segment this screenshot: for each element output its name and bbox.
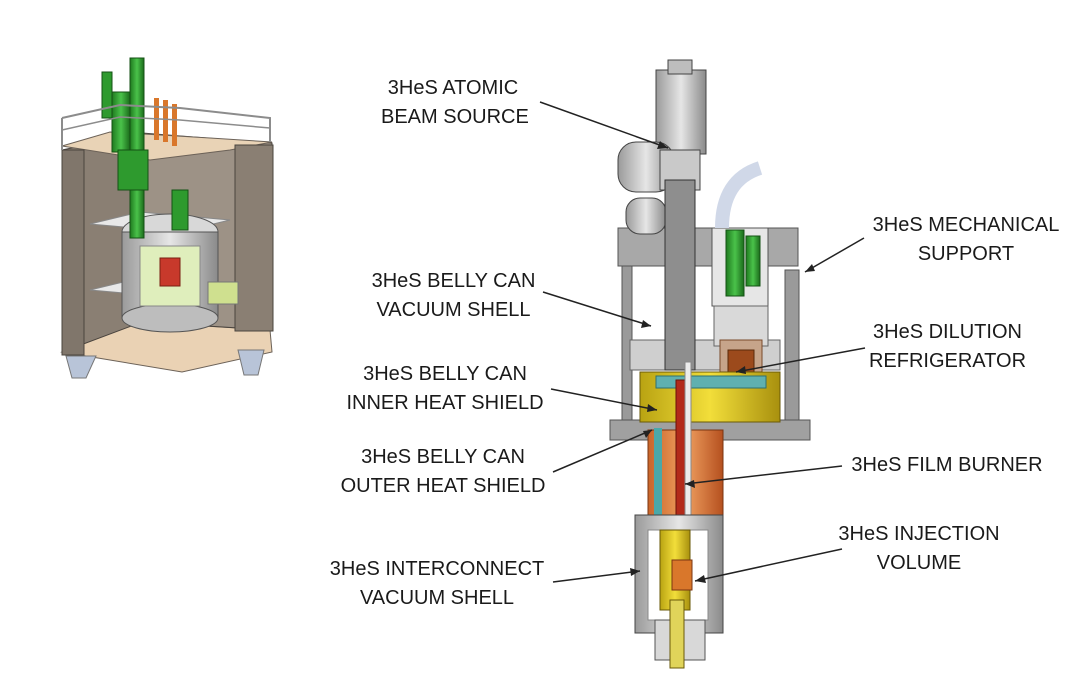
leader-interconnect-vacuum-shell — [552, 570, 641, 583]
label-line: VOLUME — [876, 552, 962, 574]
leader-atomic-beam-source — [539, 101, 669, 149]
label-belly-can-vacuum-shell: 3HeS BELLY CAN VACUUM SHELL — [366, 267, 541, 325]
label-interconnect-vacuum-shell: 3HeS INTERCONNECT VACUUM SHELL — [327, 555, 547, 613]
label-line: VACUUM SHELL — [376, 299, 531, 321]
leader-arrowheads — [630, 141, 815, 583]
leader-belly-can-vacuum-shell — [542, 291, 652, 327]
leader-outer-heat-shield — [552, 429, 653, 473]
label-line: SUPPORT — [917, 243, 1015, 265]
label-line: BEAM SOURCE — [381, 106, 529, 128]
label-mechanical-support: 3HeS MECHANICAL SUPPORT — [866, 211, 1066, 269]
leader-mechanical-support — [804, 237, 865, 273]
label-line: 3HeS FILM BURNER — [851, 454, 1043, 476]
label-line: INNER HEAT SHIELD — [346, 392, 544, 414]
leader-inner-heat-shield — [550, 388, 658, 411]
label-dilution-refrigerator: 3HeS DILUTION REFRIGERATOR — [865, 318, 1030, 376]
label-film-burner: 3HeS FILM BURNER — [847, 451, 1047, 480]
label-atomic-beam-source: 3HeS ATOMIC BEAM SOURCE — [381, 74, 529, 132]
label-belly-can-outer-heat-shield: 3HeS BELLY CAN OUTER HEAT SHIELD — [340, 443, 546, 501]
label-line: 3HeS BELLY CAN — [361, 446, 525, 468]
label-line: 3HeS INJECTION — [838, 523, 1000, 545]
leader-lines — [539, 101, 866, 583]
overview-model — [60, 57, 274, 379]
label-line: 3HeS DILUTION — [873, 321, 1022, 343]
label-line: 3HeS BELLY CAN — [371, 270, 536, 292]
label-line: VACUUM SHELL — [359, 587, 515, 609]
label-line: 3HeS MECHANICAL — [872, 214, 1060, 236]
label-belly-can-inner-heat-shield: 3HeS BELLY CAN INNER HEAT SHIELD — [343, 360, 547, 418]
label-line: OUTER HEAT SHIELD — [340, 475, 546, 497]
leader-injection-volume — [694, 548, 843, 582]
label-injection-volume: 3HeS INJECTION VOLUME — [835, 520, 1003, 578]
label-line: 3HeS ATOMIC — [387, 77, 519, 99]
label-line: REFRIGERATOR — [868, 350, 1027, 372]
label-line: 3HeS INTERCONNECT — [329, 558, 545, 580]
apparatus-cross-section — [609, 59, 811, 669]
leader-dilution-refrigerator — [735, 347, 866, 373]
leader-film-burner — [684, 465, 843, 485]
label-line: 3HeS BELLY CAN — [363, 363, 527, 385]
